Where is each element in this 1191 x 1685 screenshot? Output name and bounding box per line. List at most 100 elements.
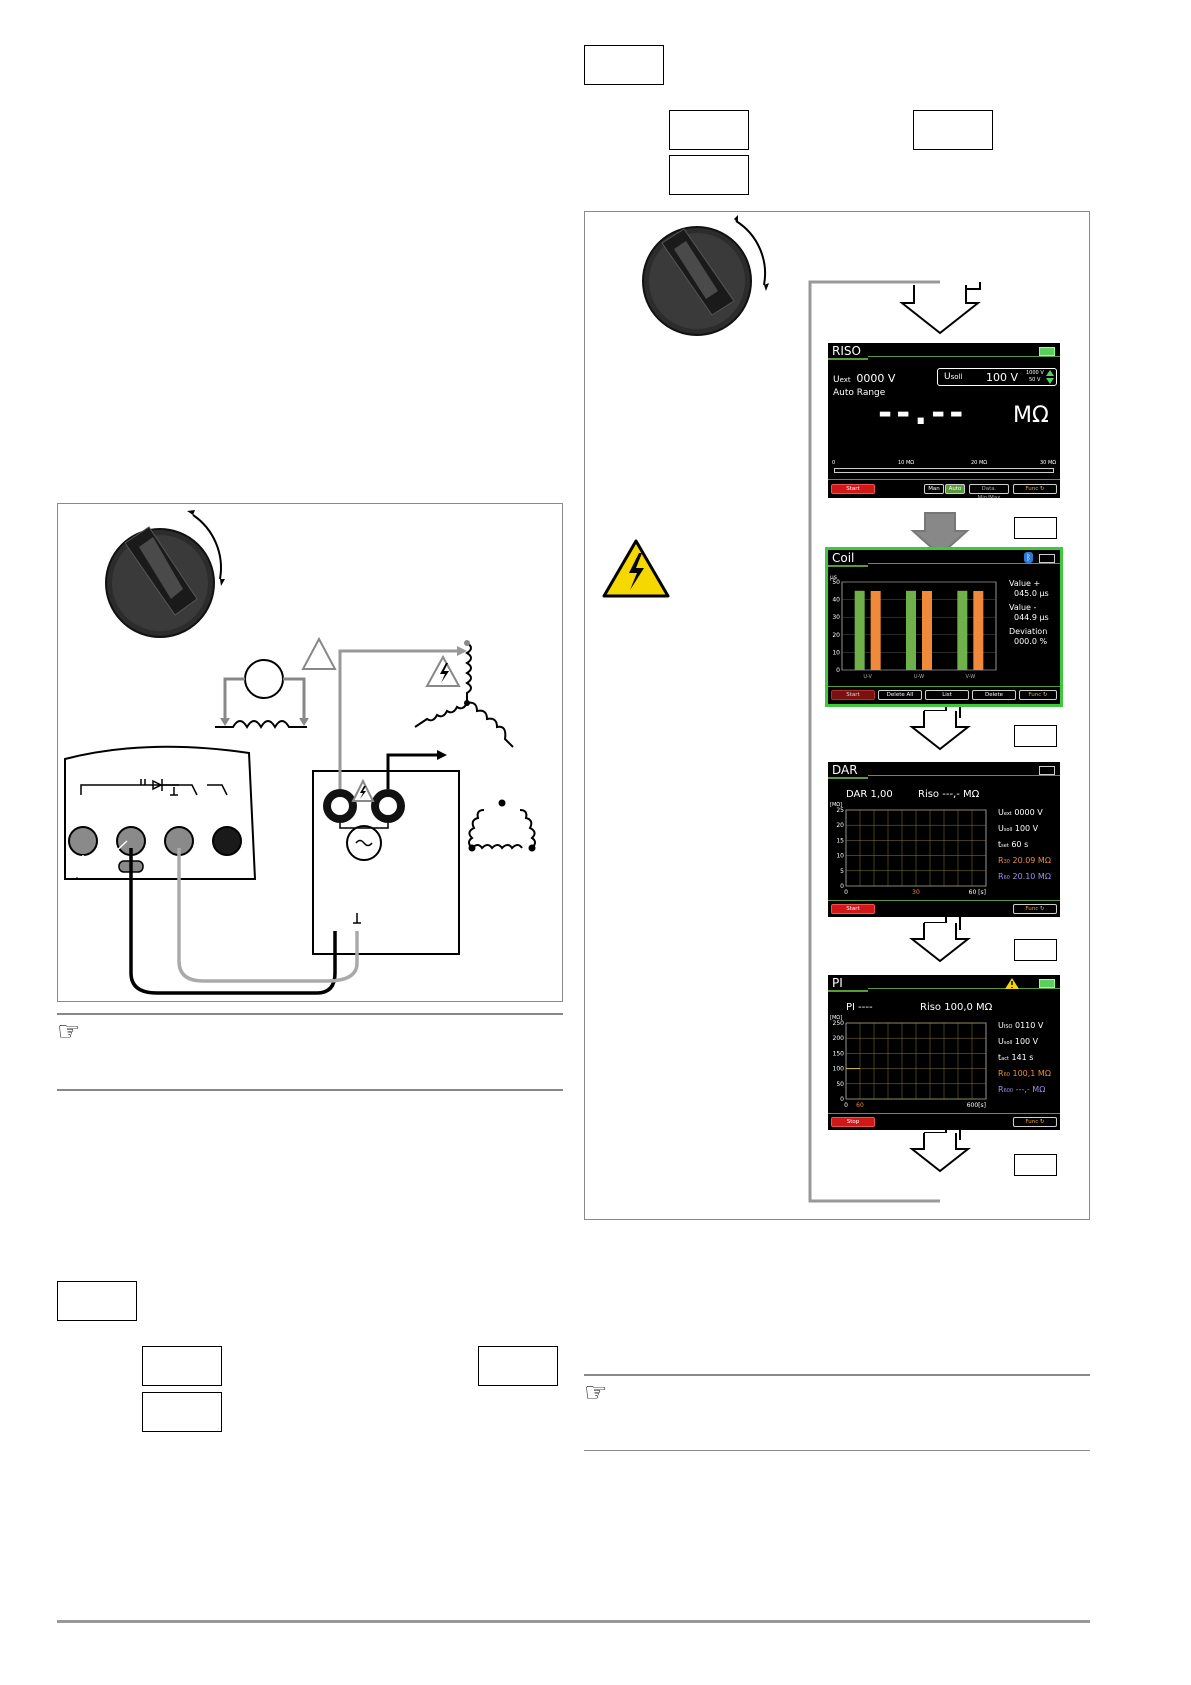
readout-sub: act — [1001, 1056, 1009, 1062]
y-tick-label: 0 — [840, 883, 844, 890]
y-tick-label: 25 — [836, 807, 844, 814]
readout-label: U — [998, 808, 1004, 817]
connection-diagram — [64, 510, 536, 995]
start-button[interactable]: Start — [831, 904, 875, 914]
title-underline — [828, 990, 868, 992]
caution-triangle-icon — [301, 636, 337, 670]
start-button[interactable]: Start — [831, 484, 875, 494]
y-tick-label: 10 — [832, 649, 840, 656]
bluetooth-icon: ᛒ — [1024, 552, 1033, 563]
y-tick-label: 250 — [833, 1020, 845, 1027]
battery-icon — [1039, 554, 1055, 563]
dar-value: DAR 1,00 — [846, 789, 893, 800]
y-tick-label: 15 — [836, 837, 844, 844]
func-key-pi — [1014, 1154, 1057, 1176]
key-box-right-4 — [669, 155, 749, 195]
readout-value: 141 s — [1008, 1053, 1034, 1062]
arrow-down-icon[interactable] — [1046, 378, 1054, 384]
bar — [854, 590, 865, 670]
arrow-up-icon[interactable] — [1046, 370, 1054, 376]
y-tick-label: 10 — [836, 853, 844, 860]
refresh-icon: ↻ — [1040, 906, 1045, 912]
title-underline — [828, 777, 868, 779]
key-box-right-1 — [584, 45, 664, 85]
readout-label: R — [998, 1085, 1004, 1094]
list-button[interactable]: List — [925, 690, 969, 700]
test-adapter-box — [312, 770, 460, 955]
y-tick-label: 150 — [833, 1050, 845, 1057]
x-tick-label: 60 [s] — [969, 889, 986, 896]
stop-button[interactable]: Stop — [831, 1117, 875, 1127]
auto-button[interactable]: Auto — [945, 484, 965, 494]
func-key-coil — [1014, 725, 1057, 747]
readout-value: 100 V — [1012, 824, 1039, 833]
readout-row: Usoll 100 V — [998, 1037, 1038, 1046]
readout-label: t — [998, 840, 1002, 849]
screen-title: Coil — [832, 551, 855, 565]
motor-winding-delta-icon — [468, 799, 536, 852]
battery-icon — [1039, 979, 1055, 988]
y-tick-label: 40 — [832, 597, 840, 604]
refresh-icon: ↻ — [1040, 486, 1045, 492]
func-button[interactable]: Func ↻ — [1013, 1117, 1057, 1127]
range-mode: Auto Range — [833, 388, 886, 398]
man-button[interactable]: Man — [924, 484, 944, 494]
screen-title: RISO — [832, 344, 861, 358]
value-minus: 044.9 µs — [1014, 613, 1049, 622]
down-arrow-icon — [899, 282, 981, 335]
note-hand-icon: ☞ — [584, 1378, 608, 1408]
x-tick-label: 60 — [856, 1102, 864, 1109]
x-tick-label: 30 — [912, 889, 920, 896]
bar — [906, 590, 916, 670]
u-range-high: 1000 V — [1026, 370, 1044, 376]
readout-label: R — [998, 1069, 1004, 1078]
y-unit: µs — [830, 574, 837, 581]
scale-bar — [834, 468, 1054, 473]
x-tick-label: 600[s] — [967, 1102, 986, 1109]
bar — [870, 590, 881, 670]
high-voltage-warning-icon — [602, 539, 670, 598]
high-voltage-triangle-icon — [425, 654, 461, 687]
y-tick-label: 20 — [836, 822, 844, 829]
down-arrow-icon — [909, 913, 971, 963]
readout-sub: ext — [1003, 811, 1012, 817]
key-box-left-3 — [478, 1346, 558, 1386]
start-button[interactable]: Start — [831, 690, 875, 700]
footer-line — [828, 686, 1060, 687]
func-button[interactable]: Func ↻ — [1013, 484, 1057, 494]
readout-value: 100,1 MΩ — [1009, 1069, 1051, 1078]
readout-sub: 600 — [1003, 1088, 1014, 1094]
y-tick-label: 5 — [840, 868, 844, 875]
x-tick-label: U-W — [914, 674, 924, 680]
readout-value: ---,- MΩ — [1013, 1085, 1046, 1094]
y-tick-label: 20 — [832, 632, 840, 639]
delete-all-button[interactable]: Delete All — [878, 690, 922, 700]
readout-label: U — [998, 824, 1004, 833]
func-button[interactable]: Func ↻ — [1013, 904, 1057, 914]
func-key-riso — [1014, 517, 1057, 539]
footer-line — [828, 479, 1060, 480]
connection-diagram-frame — [57, 503, 563, 1002]
readout-sub: set — [1001, 843, 1009, 849]
instrument-panel — [64, 745, 257, 880]
deviation: 000.0 % — [1014, 637, 1048, 646]
delete-button[interactable]: Delete — [972, 690, 1016, 700]
screen-sequence-artwork — [602, 215, 981, 1203]
data-minmax-button[interactable]: Data. Min/Max — [969, 484, 1009, 498]
coil-screen-active-frame — [825, 547, 1063, 707]
readout-row: R600 ---,- MΩ — [998, 1085, 1045, 1094]
scale-tick-1: 10 MΩ — [898, 460, 915, 466]
key-box-left-4 — [142, 1392, 222, 1432]
y-tick-label: 0 — [840, 1096, 844, 1103]
u-soll-value: 100 V — [986, 371, 1019, 384]
func-button[interactable]: Func ↻ — [1019, 690, 1057, 700]
title-underline — [828, 565, 868, 567]
x-tick-label: U-V — [863, 674, 872, 680]
bar — [973, 590, 984, 670]
y-tick-label: 200 — [833, 1035, 845, 1042]
readout-value: 0000 V — [1011, 808, 1043, 817]
scale-tick-3: 30 MΩ — [1040, 460, 1057, 466]
readout-sub: soll — [1003, 827, 1013, 833]
u-soll-field[interactable]: Usoll 100 V 1000 V 50 V — [937, 368, 1057, 386]
